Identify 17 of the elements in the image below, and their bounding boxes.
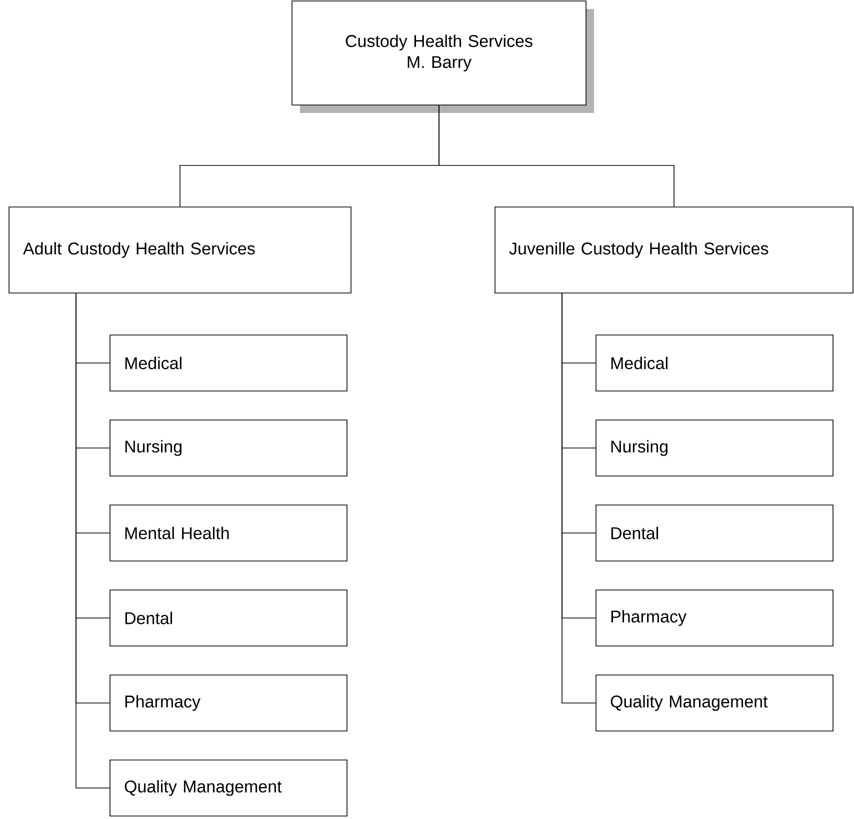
- connector-line: [438, 105, 674, 207]
- unit-box: Mental Health: [110, 504, 348, 562]
- unit-box: Quality Management: [596, 674, 834, 732]
- unit-box: Dental: [596, 504, 834, 562]
- connector-line: [76, 293, 110, 788]
- unit-box: Pharmacy: [596, 590, 834, 646]
- unit-box: Nursing: [596, 420, 834, 476]
- department-box: Juvenille Custody Health Services: [494, 206, 854, 294]
- title-box: Custody Health Services M. Barry: [292, 0, 594, 113]
- unit-box: Nursing: [110, 420, 348, 476]
- unit-box: Pharmacy: [110, 674, 348, 732]
- unit-box: Medical: [110, 334, 348, 392]
- department-box: Adult Custody Health Services: [8, 206, 352, 294]
- unit-box: Quality Management: [110, 760, 348, 816]
- connector-line: [562, 293, 596, 704]
- unit-box: Medical: [596, 334, 834, 392]
- unit-box: Dental: [110, 590, 348, 646]
